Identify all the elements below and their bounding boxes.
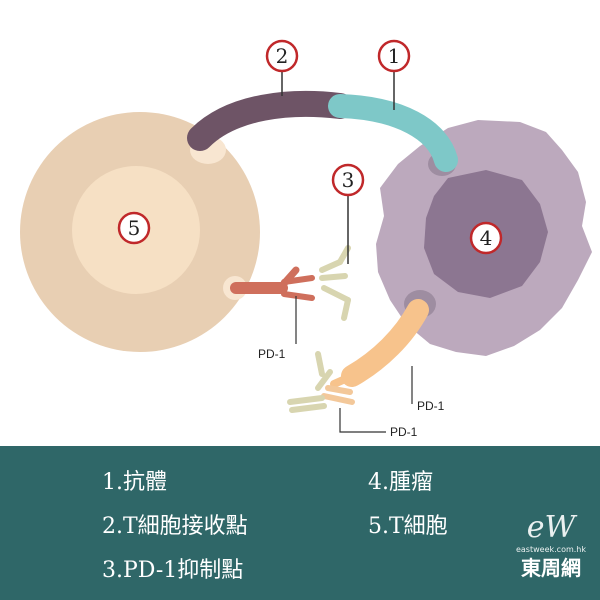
marker-1: 1 xyxy=(377,39,411,73)
svg-text:5: 5 xyxy=(128,216,141,240)
svg-text:2: 2 xyxy=(276,44,289,68)
pd1-label-antibody: PD-1 xyxy=(390,425,418,439)
brand-watermark: eW eastweek.com.hk 東周網 xyxy=(512,512,590,594)
svg-text:1: 1 xyxy=(388,44,401,68)
legend-item-t-cell: 5.T細胞 xyxy=(368,514,448,539)
pd-l1-on-tumor xyxy=(321,299,429,405)
marker-3: 3 xyxy=(331,163,365,197)
brand-url: eastweek.com.hk xyxy=(515,545,587,554)
pd1-label-t-cell: PD-1 xyxy=(258,347,286,361)
marker-4: 4 xyxy=(469,221,503,255)
legend-item-t-cell-receptor: 2.T細胞接收點 xyxy=(102,514,248,539)
marker-5: 5 xyxy=(117,211,151,245)
pd1-on-t-cell xyxy=(230,266,315,301)
leader-line-pd1-c xyxy=(339,408,386,433)
pd1-label-tumor: PD-1 xyxy=(417,399,445,413)
immunotherapy-diagram: 1 2 3 4 5 PD-1 PD-1 PD-1 xyxy=(20,39,592,439)
brand-logo: eW xyxy=(526,510,576,545)
brand-name: 東周網 xyxy=(521,556,581,580)
legend-item-tumor: 4.腫瘤 xyxy=(368,470,433,495)
legend-panel: 1.抗體 2.T細胞接收點 3.PD-1抑制點 4.腫瘤 5.T細胞 xyxy=(0,446,600,600)
lower-inhibitor-antibody xyxy=(287,351,333,413)
legend-item-antibody: 1.抗體 xyxy=(102,470,167,495)
antibody xyxy=(328,94,458,172)
svg-text:3: 3 xyxy=(342,168,355,192)
svg-text:4: 4 xyxy=(480,226,493,250)
t-cell-receptor xyxy=(187,90,353,151)
legend-item-pd1-inhibitor: 3.PD-1抑制點 xyxy=(102,558,244,583)
marker-2: 2 xyxy=(265,39,299,73)
pd1-inhibitor-antibody xyxy=(319,245,351,321)
